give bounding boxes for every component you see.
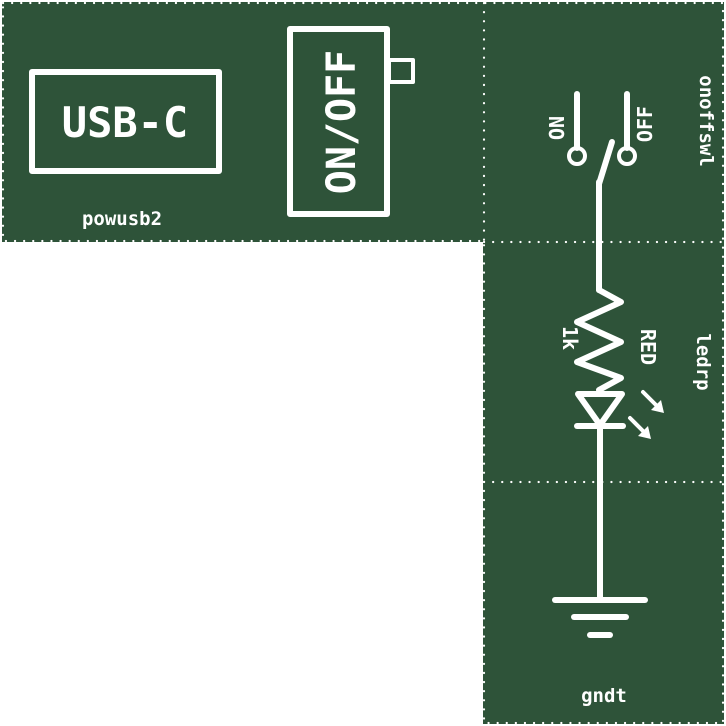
module-gndt: gndt xyxy=(552,425,648,707)
ledrp-module-name: ledrp xyxy=(692,333,714,390)
powusb2-module-name: powusb2 xyxy=(82,208,162,230)
switch-off-label: OFF xyxy=(633,106,657,142)
module-ledrp: 1k RED ledrp xyxy=(558,179,714,439)
slide-switch-body xyxy=(287,26,390,217)
led-color-label: RED xyxy=(636,329,660,365)
module-onoffswl: ON OFF onoffswl xyxy=(545,75,717,187)
gndt-module-name: gndt xyxy=(581,685,627,707)
ground-symbol xyxy=(552,597,648,638)
switch-on-terminal xyxy=(567,146,587,166)
led-triangle xyxy=(575,391,625,428)
resistor-zigzag xyxy=(574,287,624,393)
switch-on-label: ON xyxy=(545,116,569,140)
switch-lever xyxy=(596,139,615,187)
usb-c-label: USB-C xyxy=(62,98,188,147)
onoffswl-module-name: onoffswl xyxy=(695,75,717,167)
on-off-slide-switch: ON/OFF xyxy=(287,26,415,217)
resistor-value-label: 1k xyxy=(558,326,582,350)
switch-off-terminal xyxy=(617,146,637,166)
usb-c-connector xyxy=(29,69,222,174)
module-powusb2: USB-C ON/OFF powusb2 xyxy=(29,26,415,230)
led-light-arrows xyxy=(628,390,664,439)
on-off-label: ON/OFF xyxy=(319,50,365,195)
slide-switch-actuator xyxy=(387,58,415,84)
